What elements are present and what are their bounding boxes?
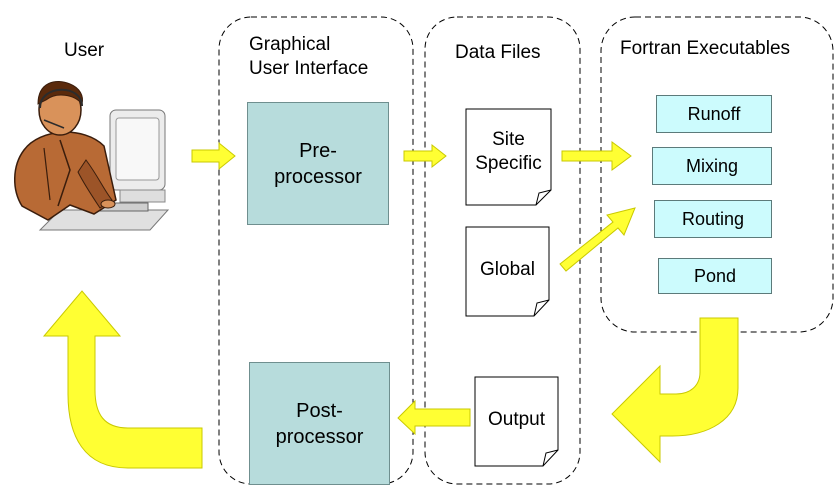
output-label[interactable]: Output — [487, 409, 546, 430]
executable-routing[interactable]: Routing — [654, 200, 772, 238]
global-file-fold — [533, 299, 550, 317]
site-specific-file-icon — [465, 108, 552, 206]
global-label[interactable]: Global — [480, 259, 535, 280]
output-to-postprocessor-arrow — [397, 399, 471, 436]
fortran-label: Fortran Executables — [620, 38, 791, 59]
gui-group-box — [218, 16, 414, 485]
postprocessor-line2: processor — [275, 425, 364, 448]
global-to-executables-arrow — [559, 207, 636, 272]
output-file-fold — [542, 449, 559, 467]
executable-pond[interactable]: Pond — [658, 258, 772, 294]
user-to-preprocessor-arrow — [191, 141, 236, 171]
site-specific-to-executables-arrow — [561, 141, 632, 171]
postprocessor-line1: Post- — [296, 399, 343, 422]
executables-to-output-arrow — [611, 317, 739, 464]
site-specific-label[interactable]: Site Specific — [466, 128, 551, 176]
preprocessor-line1: Pre- — [299, 139, 337, 162]
fortran-group-box — [600, 16, 834, 333]
gui-label-line1: Graphical — [249, 34, 331, 55]
preprocessor-box[interactable]: Pre- processor — [247, 102, 389, 225]
person-at-computer-icon — [14, 81, 170, 231]
gui-label-line2: User Interface — [249, 58, 369, 79]
executable-runoff[interactable]: Runoff — [656, 95, 772, 133]
site-specific-file-fold — [535, 189, 552, 206]
global-file-icon — [465, 226, 550, 317]
user-label: User — [64, 40, 105, 61]
postprocessor-label: Post- processor — [276, 398, 364, 450]
preprocessor-to-site-specific-arrow — [403, 143, 447, 169]
data-files-label: Data Files — [455, 42, 541, 63]
executable-mixing[interactable]: Mixing — [652, 147, 772, 185]
postprocessor-box[interactable]: Post- processor — [249, 362, 390, 485]
output-file-icon — [474, 376, 559, 467]
preprocessor-line2: processor — [274, 165, 362, 188]
postprocessor-to-user-arrow — [42, 290, 203, 469]
site-specific-line2: Specific — [475, 153, 542, 174]
preprocessor-label: Pre- processor — [274, 138, 362, 190]
site-specific-line1: Site — [492, 129, 525, 150]
